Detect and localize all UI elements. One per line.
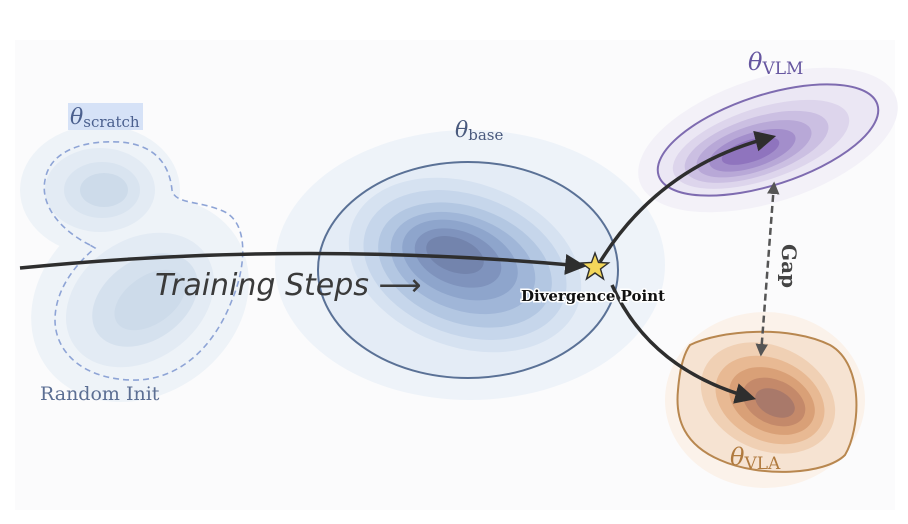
- divergence-star-icon: [579, 250, 611, 281]
- gap-label: Gap: [777, 244, 801, 288]
- theta-vla-label: θVLA: [730, 443, 781, 474]
- gap-arrow: [755, 181, 780, 357]
- divergence-point-label: Divergence Point: [521, 287, 665, 305]
- training-trajectory-arrow: [19, 251, 587, 275]
- vla-branch-arrow: [610, 284, 757, 404]
- random-init-label: Random Init: [40, 383, 160, 405]
- vla-distribution: [665, 312, 865, 488]
- scratch-label-highlight: [68, 103, 143, 130]
- base-distribution: [275, 130, 665, 400]
- theta-vlm-label: θVLM: [748, 48, 803, 79]
- scratch-dashed-boundary: [43, 140, 244, 381]
- training-steps-label: Training Steps ⟶: [155, 268, 421, 303]
- vlm-branch-arrow: [598, 130, 777, 263]
- theta-base-label: θbase: [455, 118, 503, 144]
- scratch-distribution: [20, 125, 249, 403]
- theta-scratch-label: θscratch: [70, 105, 140, 131]
